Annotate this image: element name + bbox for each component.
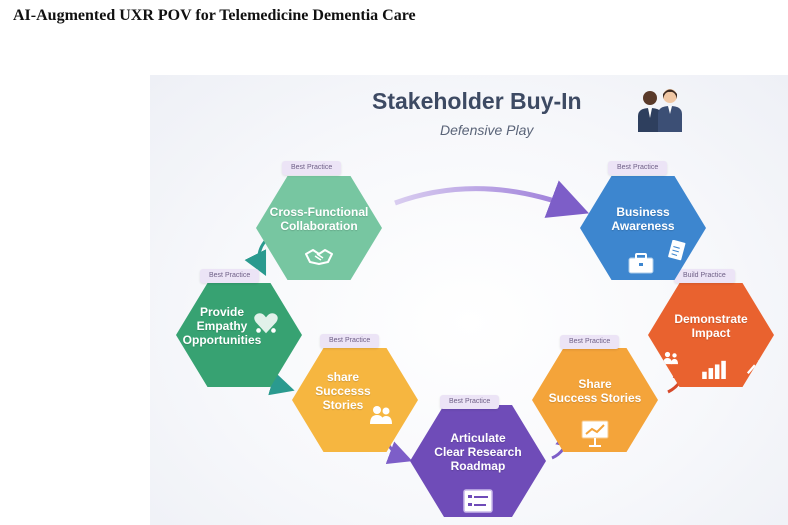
node-tag: Best Practice: [560, 335, 620, 349]
node-share-success-right[interactable]: Share Success Stories: [532, 348, 658, 452]
node-label: Demonstrate Impact: [674, 312, 748, 340]
presentation-icon: [581, 420, 609, 447]
diagram-subtitle: Defensive Play: [440, 122, 534, 138]
node-tag: Best Practice: [320, 334, 380, 348]
node-label: Cross-Functional Collaboration: [269, 205, 369, 233]
diagram-title: Stakeholder Buy-In: [372, 88, 582, 114]
briefcase-icon: [628, 253, 654, 274]
page-title: AI-Augmented UXR POV for Telemedicine De…: [13, 7, 416, 24]
node-share-success-left[interactable]: share Successs Stories: [292, 348, 418, 452]
node-tag: Best Practice: [440, 395, 500, 409]
document-icon: [668, 240, 686, 261]
handshake-icon: [305, 249, 333, 265]
node-tag: Build Practice: [674, 269, 735, 283]
bar-chart-icon: [702, 360, 726, 379]
people-icon: [663, 351, 678, 365]
top-arrow: [394, 180, 590, 218]
node-label: Share Success Stories: [548, 377, 642, 405]
two-people-icon: [638, 89, 682, 132]
node-label: Provide Empathy Opportunities: [182, 305, 262, 347]
checklist-icon: [463, 489, 493, 513]
node-label: Business Awareness: [611, 205, 675, 233]
node-tag: Best Practice: [282, 161, 342, 175]
node-empathy[interactable]: Provide Empathy Opportunities: [176, 283, 302, 387]
node-tag: Best Practice: [608, 161, 668, 175]
node-impact[interactable]: Demonstrate Impact: [648, 283, 774, 387]
node-label: Articulate Clear Research Roadmap: [434, 431, 522, 473]
node-label: share Successs Stories: [315, 370, 371, 412]
node-tag: Best Practice: [200, 269, 260, 283]
hearts-icon: [254, 313, 278, 334]
people-icon: [370, 406, 392, 424]
